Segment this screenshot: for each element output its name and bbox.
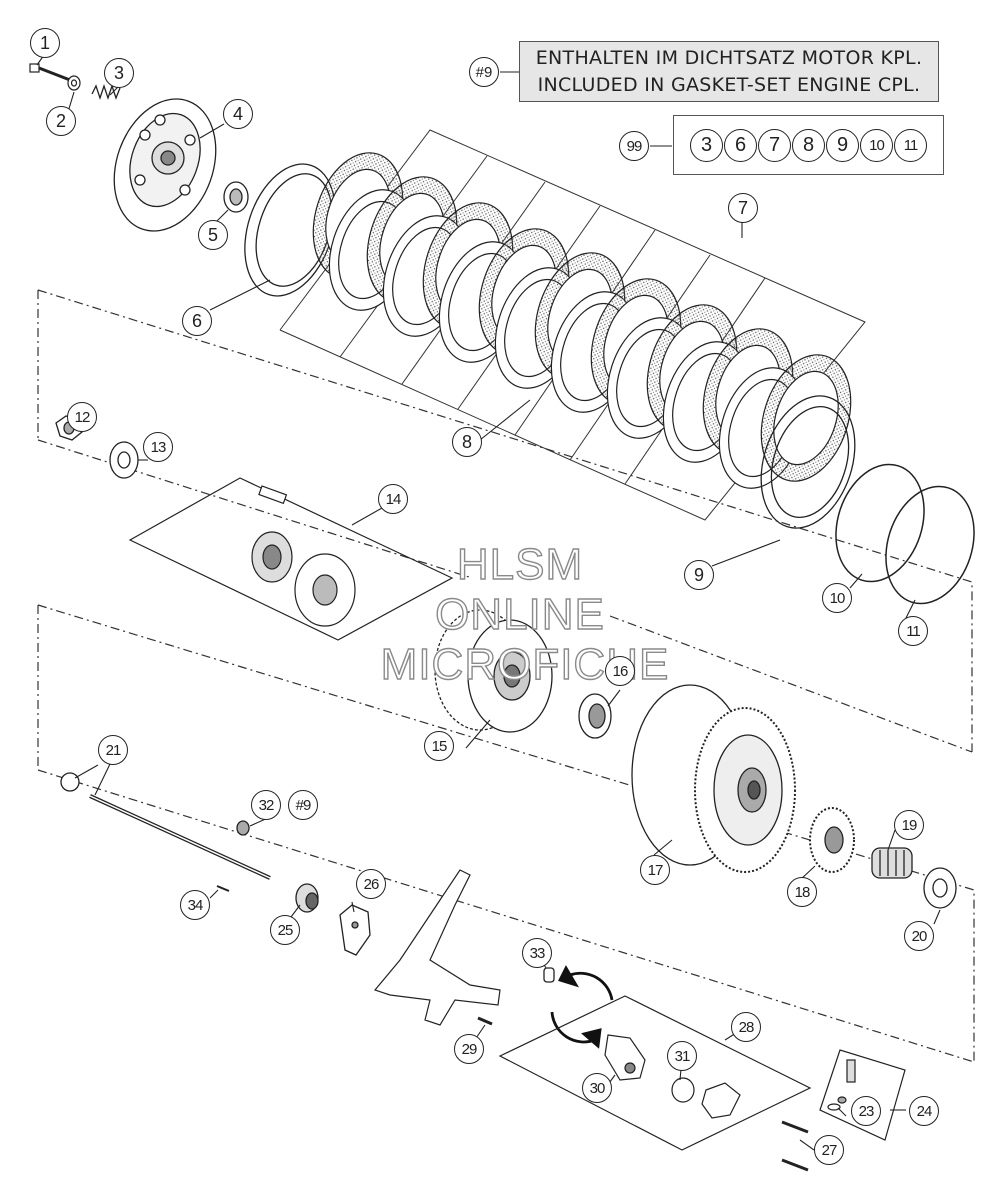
callout-34: 34 xyxy=(180,890,210,920)
callout-23: 23 xyxy=(851,1096,881,1126)
callout-11: 11 xyxy=(898,616,928,646)
part-9-plate xyxy=(760,395,856,529)
part-3-spring xyxy=(91,83,121,101)
watermark-line-3: MICROFICHE xyxy=(380,639,670,689)
note-line-english: INCLUDED IN GASKET-SET ENGINE CPL. xyxy=(537,74,921,96)
part-29-bolt xyxy=(477,1016,493,1026)
callout-25: 25 xyxy=(270,915,300,945)
part-19-needle-bearing xyxy=(871,847,913,879)
part-32-ring xyxy=(236,820,250,836)
gasket-set-note: ENTHALTEN IM DICHTSATZ MOTOR KPL. INCLUD… xyxy=(519,41,939,102)
part-28-kit xyxy=(498,995,812,1151)
kit-item: 6 xyxy=(724,128,757,162)
callout-27: 27 xyxy=(814,1135,844,1165)
callout-7: 7 xyxy=(728,193,758,223)
callout-13: 13 xyxy=(143,432,173,462)
part-18-sprocket xyxy=(809,807,855,873)
part-14-kit xyxy=(128,477,454,641)
rotation-arrow-icon xyxy=(550,965,614,1049)
callout-5: 5 xyxy=(198,220,228,250)
callout-26: 26 xyxy=(356,869,386,899)
callout-1: 1 xyxy=(30,28,60,58)
part-2-washer xyxy=(67,75,81,91)
part-21-push-rod xyxy=(60,772,271,880)
part-24-kit xyxy=(819,1049,906,1141)
kit-item: 9 xyxy=(826,128,859,162)
watermark-line-1: HLSM xyxy=(456,539,584,589)
kit-contents-box: 3 6 7 8 9 10 11 xyxy=(673,115,944,175)
part-34-pin xyxy=(216,885,230,892)
callout-21: 21 xyxy=(98,735,128,765)
callout-19: 19 xyxy=(894,810,924,840)
part-20-washer xyxy=(923,867,957,909)
watermark-line-2: ONLINE xyxy=(434,589,605,639)
callout-16: 16 xyxy=(605,656,635,686)
callout-28: 28 xyxy=(731,1012,761,1042)
part-27-bolts xyxy=(781,1120,809,1172)
callout-17: 17 xyxy=(640,855,670,885)
part-26-lever xyxy=(339,904,371,956)
callout-31: 31 xyxy=(667,1041,697,1071)
note-line-german: ENTHALTEN IM DICHTSATZ MOTOR KPL. xyxy=(535,47,923,69)
callout-14: 14 xyxy=(378,484,408,514)
part-11-ring xyxy=(885,485,975,605)
part-bracket xyxy=(373,869,501,1026)
assembly-boundaries xyxy=(37,289,975,1063)
callout-32-ref: #9 xyxy=(288,790,318,820)
callout-30: 30 xyxy=(582,1073,612,1103)
part-15-gear xyxy=(434,609,553,733)
part-1-bolt xyxy=(29,63,71,82)
callout-4: 4 xyxy=(223,99,253,129)
kit-ref-callout: 99 xyxy=(619,131,649,161)
callout-20: 20 xyxy=(904,921,934,951)
callout-32: 32 xyxy=(251,790,281,820)
kit-item: 8 xyxy=(792,128,825,162)
callout-12: 12 xyxy=(67,402,97,432)
part-13-washer xyxy=(109,441,139,479)
callout-33: 33 xyxy=(522,938,552,968)
part-4-pressure-cap xyxy=(113,98,217,232)
callout-15: 15 xyxy=(424,731,454,761)
part-10-ring xyxy=(835,463,925,583)
callout-24: 24 xyxy=(909,1096,939,1126)
part-17-clutch-basket xyxy=(631,684,796,873)
callout-29: 29 xyxy=(454,1034,484,1064)
note-ref-callout: #9 xyxy=(469,57,499,87)
kit-item: 10 xyxy=(860,128,893,162)
part-16-bearing xyxy=(578,693,612,739)
callout-3: 3 xyxy=(104,58,134,88)
part-33-dowel xyxy=(543,967,555,983)
plate-stack xyxy=(312,152,852,489)
callout-2: 2 xyxy=(46,106,76,136)
part-25-piston xyxy=(295,883,319,913)
kit-item: 3 xyxy=(690,128,723,162)
callout-18: 18 xyxy=(787,877,817,907)
callout-8: 8 xyxy=(452,427,482,457)
part-5-bearing xyxy=(223,181,249,213)
callout-9: 9 xyxy=(684,560,714,590)
kit-item: 7 xyxy=(758,128,791,162)
callout-10: 10 xyxy=(822,583,852,613)
callout-6: 6 xyxy=(182,306,212,336)
kit-item: 11 xyxy=(894,128,927,162)
